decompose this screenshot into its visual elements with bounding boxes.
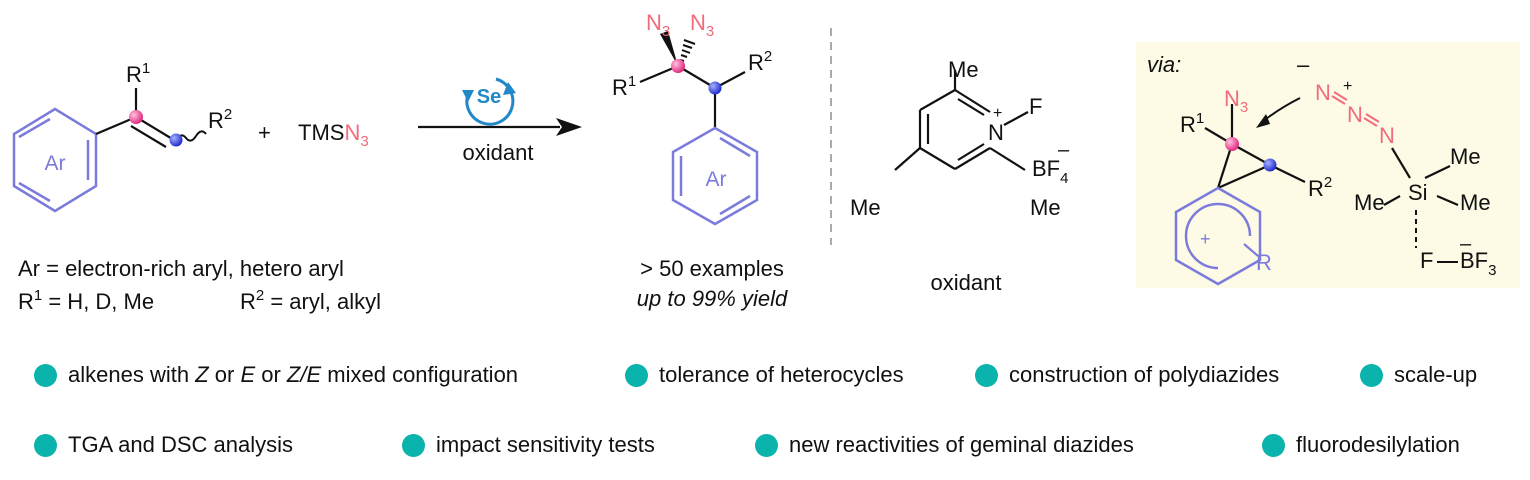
svg-text:BF3: BF3 [1460, 248, 1496, 279]
condition-label: oxidant [463, 140, 534, 165]
pink-carbon-marker [1225, 137, 1239, 151]
feature-heterocycles: tolerance of heterocycles [625, 362, 904, 388]
reaction-scheme: Ar R1 R2 + TMSN3 Se oxidant [12, 10, 1520, 314]
feature-text: new reactivities of geminal diazides [789, 432, 1134, 457]
svg-text:Me: Me [1460, 190, 1491, 215]
feature-scale-up: scale-up [1360, 362, 1477, 388]
svg-text:R2: R2 [748, 48, 772, 75]
oxidant-caption: oxidant [931, 270, 1002, 295]
feature-text: scale-up [1394, 362, 1478, 387]
aryl-label: Ar [706, 168, 727, 191]
feature-tga-dsc: TGA and DSC analysis [34, 432, 293, 458]
svg-text:F: F [1420, 248, 1433, 273]
pink-carbon-marker [129, 110, 143, 124]
svg-text:R1: R1 [126, 60, 150, 87]
tmsn3-reagent: TMSN3 [298, 120, 369, 150]
examples-count: > 50 examples [640, 256, 784, 281]
blue-carbon-marker [169, 133, 183, 147]
svg-text:–: – [1460, 233, 1472, 255]
svg-text:–: – [1297, 52, 1310, 77]
svg-text:Me: Me [1354, 190, 1385, 215]
feature-text: TGA and DSC analysis [68, 432, 293, 457]
feature-text: alkenes with Z or E or Z/E mixed configu… [68, 362, 519, 387]
svg-text:Si: Si [1408, 180, 1428, 205]
svg-text:BF4: BF4 [1032, 156, 1068, 187]
oxidant-structure: Me + N F BF4 – Me Me [850, 57, 1070, 220]
arenium-ring [1174, 186, 1262, 286]
reaction-arrow [418, 118, 582, 136]
svg-text:Me: Me [948, 57, 979, 82]
plus-sign: + [258, 120, 271, 145]
feature-text: impact sensitivity tests [436, 432, 655, 457]
feature-text: fluorodesilylation [1296, 432, 1460, 457]
svg-text:+: + [993, 105, 1002, 122]
svg-text:N: N [988, 120, 1004, 145]
svg-text:+: + [1343, 78, 1352, 95]
catalyst-label: Se [477, 86, 501, 108]
svg-text:R1: R1 [612, 73, 636, 100]
bullet-dot [1360, 363, 1383, 387]
feature-text: tolerance of heterocycles [659, 362, 904, 387]
alkene-substrate: Ar R1 R2 [12, 60, 232, 213]
wavy-bond [175, 130, 207, 142]
svg-text:R2: R2 [208, 106, 232, 133]
scope-substituents-r2: R2 = aryl, alkyl [240, 287, 381, 314]
aryl-ring-reactant [12, 107, 98, 213]
features-row-1: alkenes with Z or E or Z/E mixed configu… [0, 362, 1530, 402]
max-yield: up to 99% yield [637, 286, 788, 311]
scope-aryl: Ar = electron-rich aryl, hetero aryl [18, 256, 344, 281]
svg-text:N: N [1379, 123, 1395, 148]
bullet-dot [34, 433, 57, 457]
svg-text:+: + [1200, 229, 1211, 249]
aryl-ring-product [671, 126, 759, 226]
svg-text:–: – [1058, 139, 1070, 161]
svg-text:F: F [1029, 94, 1042, 119]
highlight-box [1136, 42, 1520, 288]
bullet-dot [625, 363, 648, 387]
features-row-2: TGA and DSC analysis impact sensitivity … [0, 432, 1530, 472]
svg-text:Me: Me [850, 195, 881, 220]
svg-text:N: N [1315, 80, 1331, 105]
bullet-dot [34, 363, 57, 387]
svg-text:N3: N3 [690, 10, 714, 40]
blue-carbon-marker [708, 81, 722, 95]
feature-fluorodesilylation: fluorodesilylation [1262, 432, 1460, 458]
aryl-label: Ar [45, 152, 66, 175]
svg-text:N: N [1347, 102, 1363, 127]
svg-text:Me: Me [1030, 195, 1061, 220]
svg-text:R2: R2 [1308, 174, 1332, 201]
intermediate-panel: via: R1 N3 R2 + R – N [1136, 42, 1520, 288]
svg-text:N3: N3 [1224, 86, 1248, 116]
feature-polydiazides: construction of polydiazides [975, 362, 1279, 388]
via-label: via: [1147, 52, 1181, 77]
pink-carbon-marker [671, 59, 685, 73]
scope-substituents: R1 = H, D, Me [18, 287, 154, 314]
bullet-dot [1262, 433, 1285, 457]
bullet-dot [755, 433, 778, 457]
feature-alkene-configuration: alkenes with Z or E or Z/E mixed configu… [34, 362, 518, 388]
feature-impact-sensitivity: impact sensitivity tests [402, 432, 655, 458]
gem-diazide-product: N3 N3 R1 R2 Ar [612, 10, 772, 226]
bullet-dot [975, 363, 998, 387]
svg-text:R1: R1 [1180, 110, 1204, 137]
svg-text:N3: N3 [646, 10, 670, 40]
svg-text:Me: Me [1450, 144, 1481, 169]
feature-text: construction of polydiazides [1009, 362, 1280, 387]
bullet-dot [402, 433, 425, 457]
feature-new-reactivities: new reactivities of geminal diazides [755, 432, 1134, 458]
selenium-catalyst: Se [462, 77, 516, 126]
svg-text:R: R [1256, 250, 1272, 275]
blue-carbon-marker [1263, 158, 1277, 172]
